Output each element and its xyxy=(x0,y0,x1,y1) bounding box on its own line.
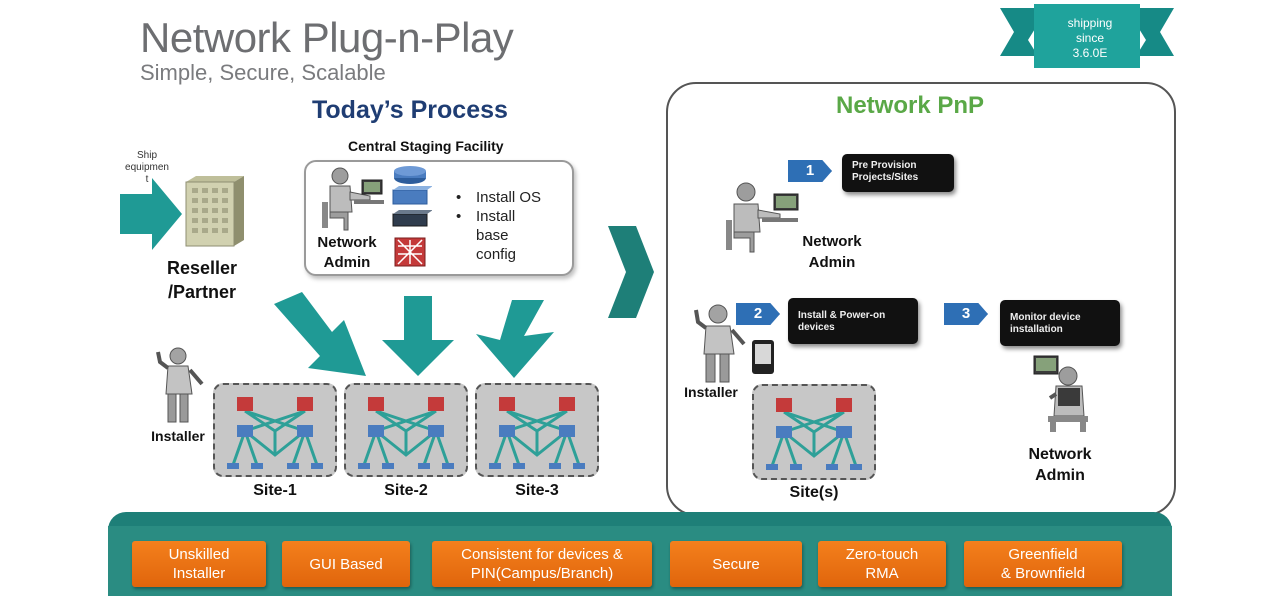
feature-consistent: Consistent for devices &PIN(Campus/Branc… xyxy=(432,541,652,587)
site-frame-2 xyxy=(344,383,468,477)
site-3-label: Site-3 xyxy=(515,482,559,499)
step-3-box: Monitor device installation xyxy=(1000,300,1120,346)
handheld-device-icon xyxy=(752,340,774,374)
shipping-ribbon xyxy=(1000,4,1174,68)
router-icon xyxy=(394,166,426,184)
bullet-config: config xyxy=(476,246,517,263)
ribbon-text: shipping since 3.6.0E xyxy=(1067,16,1113,60)
page-title: Network Plug-n-Play xyxy=(140,14,514,61)
ship-equipment-label: Ship equipmen t xyxy=(125,150,169,185)
installer-person-icon xyxy=(694,304,774,383)
site-2-label: Site-2 xyxy=(384,482,428,499)
network-topology-icon xyxy=(766,398,862,470)
feature-greenfield-brownfield: Greenfield& Brownfield xyxy=(964,541,1122,587)
step-3-badge: 3 xyxy=(944,303,988,325)
transition-arrow xyxy=(608,226,654,318)
step-2-badge: 2 xyxy=(736,303,780,325)
reseller-partner-label: Reseller /Partner xyxy=(166,258,238,302)
network-topology-icon xyxy=(358,397,454,469)
installer-label: Installer xyxy=(151,428,205,444)
site-frame-1 xyxy=(213,383,337,477)
installer-person-icon xyxy=(156,347,204,423)
bullet-base: base xyxy=(476,227,509,244)
todays-process-heading: Today’s Process xyxy=(312,96,508,124)
staging-network-admin-label: Network Admin xyxy=(317,234,377,271)
pnp-network-admin-bottom-label: Network Admin xyxy=(1028,446,1092,484)
firewall-icon xyxy=(394,237,426,267)
building-icon xyxy=(185,176,244,247)
pnp-network-admin-top-label: Network Admin xyxy=(802,233,862,271)
site-1-label: Site-1 xyxy=(253,482,297,499)
pnp-sites-label: Site(s) xyxy=(789,484,839,501)
step-1-box: Pre Provision Projects/Sites xyxy=(842,154,954,192)
step-1-badge: 1 xyxy=(788,160,832,182)
step-2-box: Install & Power-on devices xyxy=(788,298,918,344)
person-at-desk-icon xyxy=(322,167,384,231)
switch-icon xyxy=(392,210,432,227)
bullet-install: Install xyxy=(456,207,541,226)
bullet-install-os: Install OS xyxy=(456,188,541,207)
ship-arrow xyxy=(120,176,244,250)
network-topology-icon xyxy=(489,397,585,469)
person-at-desk-icon xyxy=(1033,355,1088,432)
person-at-desk-icon xyxy=(726,182,799,253)
staging-facility-title: Central Staging Facility xyxy=(348,138,504,154)
distribution-arrows xyxy=(274,292,554,378)
feature-gui-based: GUI Based xyxy=(282,541,410,587)
staging-bullets: Install OS Install base config xyxy=(456,188,541,264)
network-topology-icon xyxy=(227,397,323,469)
pnp-site-frame xyxy=(752,384,876,480)
network-pnp-heading: Network PnP xyxy=(836,92,985,119)
site-frame-3 xyxy=(475,383,599,477)
pnp-installer-label: Installer xyxy=(684,384,738,400)
device-stack xyxy=(392,166,432,267)
feature-secure: Secure xyxy=(670,541,802,587)
page-subtitle: Simple, Secure, Scalable xyxy=(140,60,386,85)
switch-icon xyxy=(392,186,432,205)
